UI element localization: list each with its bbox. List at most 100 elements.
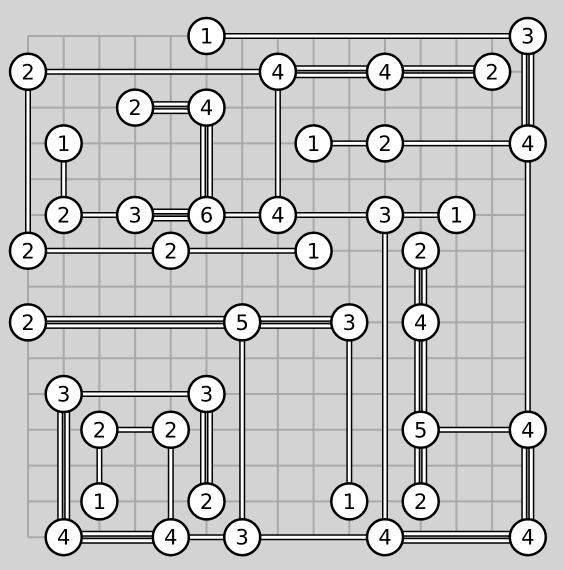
island-circle [365,52,405,92]
island-number: 2 [21,239,34,263]
island-number: 1 [57,132,70,156]
island-circle [44,517,83,557]
island-number: 2 [414,239,427,263]
island-k3[interactable]: 3 [222,517,262,557]
island-circle [401,303,440,342]
island-d1[interactable]: 1 [44,124,83,163]
island-i2[interactable]: 2 [151,410,191,450]
double-bridge[interactable] [385,530,528,544]
island-b2[interactable]: 4 [258,52,298,92]
island-k5[interactable]: 4 [508,517,548,557]
island-circle [44,374,83,414]
island-number: 2 [378,132,391,156]
island-number: 2 [21,60,34,84]
island-h1[interactable]: 3 [44,374,83,414]
island-number: 1 [200,25,213,49]
island-k4[interactable]: 4 [365,517,405,557]
double-bridge[interactable] [57,394,71,538]
island-circle [151,231,191,271]
island-number: 5 [236,311,249,335]
island-g1[interactable]: 2 [8,303,48,342]
island-circle [151,517,191,557]
island-circle [330,482,369,521]
island-circle [437,195,476,235]
island-circle [80,482,119,521]
island-number: 4 [57,526,70,550]
island-e1[interactable]: 2 [44,195,83,235]
island-k1[interactable]: 4 [44,517,83,557]
island-k2[interactable]: 4 [151,517,191,557]
island-circle [508,410,548,450]
island-f2[interactable]: 2 [151,231,191,271]
island-number: 4 [271,60,284,84]
island-number: 2 [485,60,498,84]
island-circle [187,374,226,414]
island-d2[interactable]: 1 [294,124,333,163]
island-number: 3 [57,383,70,407]
island-b4[interactable]: 2 [472,52,512,92]
island-number: 4 [164,526,177,550]
island-g3[interactable]: 3 [330,303,369,342]
island-circle [151,410,191,450]
island-number: 3 [128,204,141,228]
island-number: 6 [200,204,213,228]
island-circle [8,52,48,92]
island-circle [258,52,298,92]
island-c1[interactable]: 2 [115,88,155,127]
island-j4[interactable]: 2 [401,482,440,521]
island-circle [330,303,369,342]
island-i1[interactable]: 2 [80,410,119,450]
island-number: 3 [236,526,249,550]
island-circle [8,303,48,342]
island-circle [115,195,155,235]
island-g4[interactable]: 4 [401,303,440,342]
island-e2[interactable]: 3 [115,195,155,235]
island-number: 4 [521,526,534,550]
island-number: 4 [521,418,534,442]
island-circle [187,195,226,235]
island-circle [401,482,440,521]
island-b3[interactable]: 4 [365,52,405,92]
island-number: 4 [378,60,391,84]
island-e5[interactable]: 3 [365,195,405,235]
island-number: 1 [307,239,320,263]
island-circle [365,195,405,235]
island-number: 4 [521,132,534,156]
island-number: 2 [200,490,213,514]
island-circle [508,16,548,56]
island-d4[interactable]: 4 [508,124,548,163]
island-number: 1 [343,490,356,514]
island-circle [44,124,83,163]
island-number: 3 [343,311,356,335]
island-number: 2 [21,311,34,335]
island-f1[interactable]: 2 [8,231,48,271]
island-e3[interactable]: 6 [187,195,226,235]
island-circle [187,16,226,56]
island-e6[interactable]: 1 [437,195,476,235]
island-a2[interactable]: 3 [508,16,548,56]
island-h2[interactable]: 3 [187,374,226,414]
island-i4[interactable]: 4 [508,410,548,450]
island-circle [365,517,405,557]
island-number: 2 [57,204,70,228]
island-i3[interactable]: 5 [401,410,440,450]
double-bridge[interactable] [28,315,243,329]
island-circle [508,124,548,163]
island-f4[interactable]: 2 [401,231,440,271]
island-number: 3 [200,383,213,407]
island-d3[interactable]: 2 [365,124,405,163]
island-e4[interactable]: 4 [258,195,298,235]
island-c2[interactable]: 4 [187,88,226,127]
island-number: 4 [378,526,391,550]
island-f3[interactable]: 1 [294,231,333,271]
island-circle [294,231,333,271]
island-circle [508,517,548,557]
island-j3[interactable]: 1 [330,482,369,521]
island-j2[interactable]: 2 [187,482,226,521]
island-b1[interactable]: 2 [8,52,48,92]
island-j1[interactable]: 1 [80,482,119,521]
island-a1[interactable]: 1 [187,16,226,56]
island-g2[interactable]: 5 [222,303,262,342]
